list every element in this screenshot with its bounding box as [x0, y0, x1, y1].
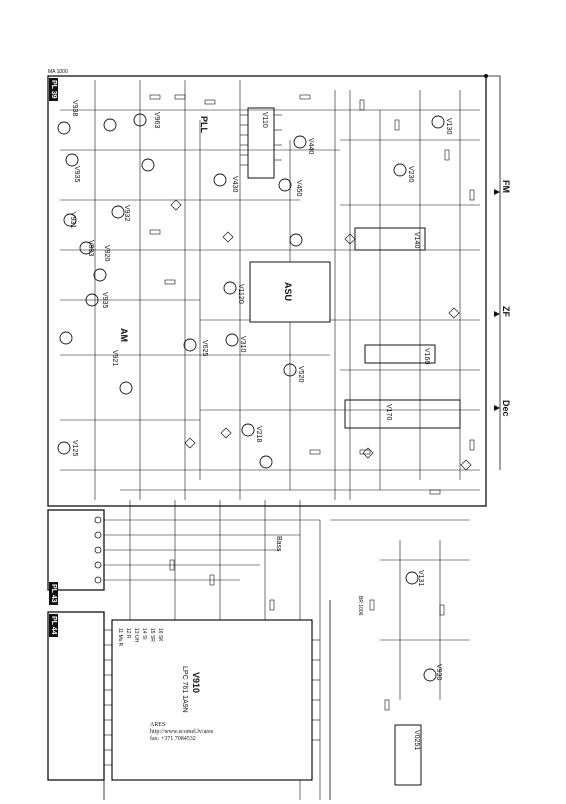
am-label: AM: [119, 328, 129, 342]
designator-13: V450: [295, 180, 302, 197]
mcu-pin-label: 12 R: [125, 628, 131, 639]
frame-tag-bottom: PL 44: [49, 614, 58, 637]
designator-9: V920: [103, 245, 110, 262]
designator-5: V932: [123, 205, 130, 222]
watermark-block: ARES http://www.ecomel.lv/ares fax: +371…: [150, 722, 213, 743]
bass-signal-label: Bass: [275, 536, 282, 552]
designator-18: V520: [297, 366, 304, 383]
designator-6: V933: [87, 240, 94, 257]
watermark-fax: fax: +371 7084532: [150, 735, 196, 742]
designator-16: V230: [407, 166, 414, 183]
designator-17: V310: [239, 336, 246, 353]
watermark-url: http://www.ecomel.lv/ares: [150, 728, 214, 735]
designator-3: V935: [73, 166, 80, 183]
designator-8: V921: [111, 350, 118, 367]
frame-tag-middle: PL 43: [49, 582, 58, 605]
ic-lower-right-label: V930: [435, 664, 442, 681]
designator-11: V430: [231, 176, 238, 193]
zf-signal-label: ZF: [501, 306, 511, 317]
mcu-pin-label: 15 SR: [149, 628, 155, 642]
designator-12: V440: [307, 138, 314, 155]
designator-21: V131: [417, 570, 424, 587]
designator-7: V935: [101, 292, 108, 309]
designator-4: V931: [69, 212, 76, 229]
fm-signal-label: FM: [501, 180, 511, 193]
designator-10: V625: [201, 340, 208, 357]
mcu-pin-label: 13 UH: [133, 628, 139, 643]
watermark-name: ARES: [150, 722, 166, 728]
version-note: BR 1006: [357, 596, 363, 616]
mcu-pin-label: 16 SK: [157, 628, 163, 642]
asic-label: ASU: [283, 282, 293, 302]
ic-right-low-label: V170: [385, 404, 392, 421]
designator-20: V125: [71, 440, 78, 457]
designator-14: V1120: [237, 284, 244, 304]
pll-label: PLL: [199, 116, 209, 133]
mcu-part-label: LPC 761 1A9N: [181, 666, 188, 713]
frame-tag-top: PL 39: [49, 78, 58, 101]
vco-label: V110: [261, 112, 268, 128]
ic-right-top-label: V140: [413, 232, 420, 249]
ic-right-mid-label: V160: [423, 348, 430, 365]
mcu-pin-label: 14 SI: [141, 628, 147, 640]
dec-signal-label: Dec: [501, 400, 511, 417]
designator-15: V130: [445, 118, 452, 135]
designator-2: V963: [153, 112, 160, 129]
sheet-code: MA 1000: [48, 69, 68, 75]
ic-bottom-right-label: V0251: [413, 730, 420, 751]
mcu-pin-label: 11 Ms R: [117, 628, 123, 647]
mcu-label: V910: [191, 672, 201, 694]
designator-19: V218: [255, 426, 262, 443]
designator-1: V938: [71, 100, 78, 117]
